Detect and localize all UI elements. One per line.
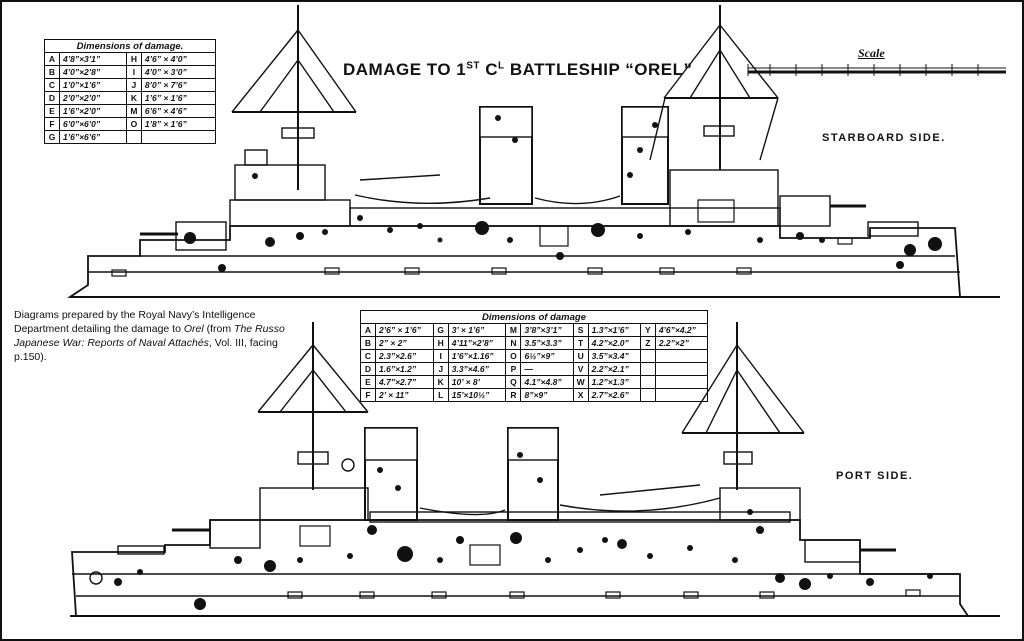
damage-size-cell: 8”×9”	[520, 388, 574, 402]
caption: Diagrams prepared by the Royal Navy’s In…	[14, 309, 285, 363]
port-side-label: PORT SIDE.	[836, 470, 914, 482]
damage-size-cell	[140, 130, 217, 144]
damage-size-cell	[654, 388, 709, 402]
damage-key-cell: B	[44, 65, 60, 79]
port-damage-marks	[114, 452, 933, 610]
damage-key-cell: G	[44, 130, 60, 144]
damage-key-cell: F	[360, 388, 376, 402]
damage-key-cell: L	[432, 388, 449, 402]
starboard-ship	[67, 5, 1000, 298]
damage-size-cell: 1’6”×6’6”	[59, 130, 127, 144]
damage-size-cell: 2.7”×2.6”	[587, 388, 641, 402]
starboard-damage-marks	[184, 115, 942, 272]
starboard-side-label: STARBOARD SIDE.	[822, 132, 946, 144]
scale-label: Scale	[858, 46, 885, 60]
diagram-title: DAMAGE TO 1ST CL BATTLESHIP “OREL”	[343, 60, 693, 79]
port-ship	[70, 322, 1000, 617]
damage-size-cell: 2’ × 11”	[375, 388, 434, 402]
scale-bar	[747, 64, 1006, 76]
damage-size-cell: 1.3”×1’6”	[587, 323, 641, 337]
damage-key-cell: E	[44, 104, 60, 118]
